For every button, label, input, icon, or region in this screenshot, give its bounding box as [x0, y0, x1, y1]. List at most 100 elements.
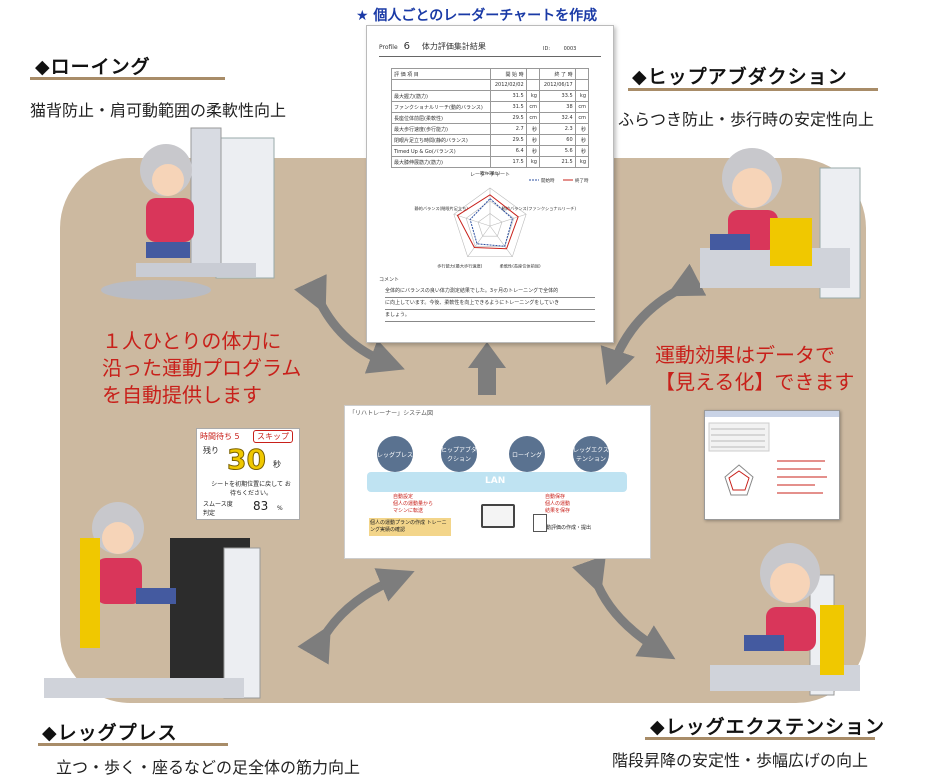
table-cell [574, 68, 590, 80]
timer-message: シートを初期位置に戻して お待ちください。 [211, 481, 291, 497]
arrow-legext [571, 554, 676, 660]
profile-number: 6 [403, 41, 410, 52]
wait-label: 時間待ち 5 [200, 431, 240, 442]
legext-title: ◆レッグエクステンション [650, 716, 886, 738]
table-cell: 60 [538, 134, 576, 146]
table-cell: ファンクショナルリーチ(動的バランス) [391, 101, 491, 113]
table-cell: 最大歩行速度(歩行能力) [391, 123, 491, 135]
table-cell: 長座位体前屈(柔軟性) [391, 112, 491, 124]
table-cell: 2012/06/17 [538, 79, 576, 91]
table-cell: 閉眼片足立ち時間(静的バランス) [391, 134, 491, 146]
machine-node: レッグプレス [377, 436, 413, 472]
id-label: ID: [543, 46, 551, 52]
timer-panel: 時間待ち 5 スキップ 残り 30 秒 シートを初期位置に戻して お待ちください… [196, 428, 300, 520]
screen-titlebar [705, 411, 839, 417]
auto-save-line: 自動保存 [545, 494, 566, 500]
table-cell: cm [525, 101, 540, 113]
table-cell: Timed Up & Go(バランス) [391, 145, 491, 157]
machine-node: ヒップアブダクション [441, 436, 477, 472]
table-cell: 38 [538, 101, 576, 113]
software-screenshot [704, 410, 840, 520]
smooth-unit: % [277, 505, 283, 512]
wait-text: 時間待ち [200, 432, 232, 441]
arrow-up [468, 342, 506, 395]
radar-grid [453, 187, 527, 258]
table-cell: 31.5 [489, 90, 527, 102]
lan-bar [367, 472, 627, 492]
callout-left-line: を自動提供します [102, 383, 262, 407]
evaluation-report: Profile 6 体力評価集計結果 ID: 0003 評 価 項 目開 始 時… [366, 25, 614, 343]
hip-abduction-illustration [700, 148, 861, 299]
auto-setting: 自動設定 個人の運動量から マシンに転送 [393, 494, 433, 515]
table-cell: 最大膝伸展筋力(筋力) [391, 156, 491, 168]
table-cell: cm [525, 112, 540, 124]
report-profile: Profile 6 体力評価集計結果 [379, 41, 486, 52]
table-cell [391, 79, 491, 91]
pc-icon [481, 504, 515, 528]
document-icon [533, 514, 547, 532]
radar-axis-label: 静的バランス(閉眼片足立ち) [414, 205, 468, 212]
smooth-value: 83 [253, 499, 269, 513]
table-cell: 31.5 [489, 101, 527, 113]
id-value: 0003 [563, 46, 577, 52]
smooth-label: スムース度 判定 [203, 501, 233, 517]
auto-setting-line: 個人の運動量から [393, 501, 434, 507]
table-cell: 秒 [574, 145, 590, 157]
arrow-hip [600, 263, 707, 386]
machine-node: ローイング [509, 436, 545, 472]
radar-grid [477, 213, 503, 237]
report-id: ID: 0003 [543, 46, 576, 52]
table-cell: cm [574, 112, 590, 124]
leg-press-illustration [44, 502, 261, 699]
table-cell: kg [525, 156, 540, 168]
arrow-legpress [297, 568, 415, 665]
rowing-machine-illustration [101, 127, 275, 300]
wait-value: 5 [234, 432, 240, 441]
machine-node-label: レッグエクステンション [573, 447, 609, 463]
table-cell: 秒 [574, 134, 590, 146]
hip-underline [628, 88, 878, 91]
legext-desc: 階段昇降の安定性・歩幅広げの向上 [612, 751, 869, 770]
report-rule [379, 56, 601, 57]
radar-axis-label: 動的バランス(ファンクショナルリーチ) [502, 205, 577, 212]
machine-node: レッグエクステンション [573, 436, 609, 472]
legpress-title: ◆レッグプレス [42, 722, 178, 744]
radar-axis-label: 歩行能力(最大歩行速度) [437, 263, 483, 270]
leg-extension-illustration [710, 543, 860, 696]
callout-left-line: １人ひとりの体力に [102, 329, 282, 353]
table-cell: 秒 [525, 145, 540, 157]
remaining-seconds: 30 [227, 443, 267, 477]
auto-save-line: 個人の運動 [545, 501, 571, 507]
machine-node-label: ヒップアブダクション [441, 447, 478, 463]
rowing-desc: 猫背防止・肩可動範囲の柔軟性向上 [30, 101, 287, 120]
rowing-title: ◆ローイング [35, 56, 151, 78]
hip-desc: ふらつき防止・歩行時の安定性向上 [618, 110, 875, 129]
radar-spoke [467, 225, 491, 257]
auto-save-line: 結果を保存 [545, 508, 571, 514]
radar-series-start [469, 197, 513, 247]
radar-axis-label: 筋力(握力) [480, 170, 500, 177]
table-cell: 2.3 [538, 123, 576, 135]
radar-spoke [489, 213, 527, 227]
auto-save: 自動保存 個人の運動 結果を保存 [545, 494, 570, 515]
skip-button[interactable]: スキップ [253, 430, 293, 443]
table-cell: 終 了 時 [538, 68, 576, 80]
table-cell: kg [574, 90, 590, 102]
table-row: 評 価 項 目開 始 時終 了 時 [391, 68, 590, 80]
rowing-underline [30, 77, 225, 80]
profile-label: Profile [379, 44, 398, 51]
radar-grid [465, 200, 515, 247]
auto-setting-line: マシンに転送 [393, 508, 424, 514]
table-cell: 最大握力(筋力) [391, 90, 491, 102]
table-cell: 2.7 [489, 123, 527, 135]
system-diagram: 「リハトレーナー」システム図 LAN レッグプレス ヒップアブダクション ローイ… [344, 405, 651, 559]
radar-spoke [489, 225, 513, 257]
